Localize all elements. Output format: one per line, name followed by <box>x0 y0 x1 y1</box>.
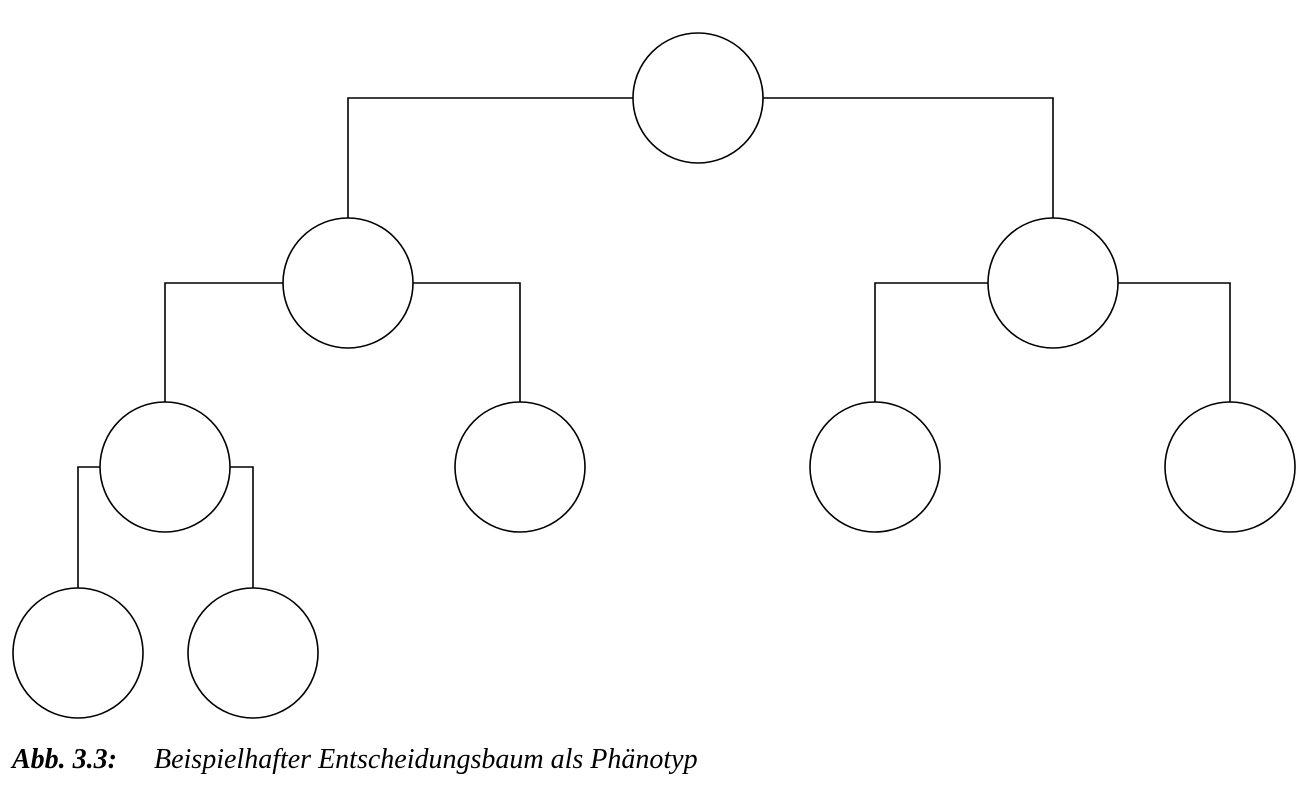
edge-n1-n2 <box>347 97 633 218</box>
decision-tree-diagram <box>12 32 1296 719</box>
figure-caption-text: Beispielhafter Entscheidungsbaum als Phä… <box>154 744 698 775</box>
tree-node-n9 <box>187 587 319 719</box>
figure-caption: Abb. 3.3: Beispielhafter Entscheidungsbau… <box>12 746 698 774</box>
tree-node-n6 <box>809 401 941 533</box>
edge-n3-n7 <box>1118 282 1231 402</box>
edge-n4-n8 <box>77 466 100 588</box>
tree-node-n5 <box>454 401 586 533</box>
tree-node-n4 <box>99 401 231 533</box>
figure-caption-label: Abb. 3.3: <box>12 744 117 775</box>
tree-node-n8 <box>12 587 144 719</box>
edge-n2-n4 <box>164 282 283 402</box>
edge-n3-n6 <box>874 282 988 402</box>
tree-edges <box>77 97 1231 588</box>
edge-n4-n9 <box>230 466 254 588</box>
tree-node-n1 <box>632 32 764 164</box>
tree-node-n2 <box>282 217 414 349</box>
tree-node-n7 <box>1164 401 1296 533</box>
edge-n2-n5 <box>413 282 521 402</box>
tree-nodes <box>12 32 1296 719</box>
edge-n1-n3 <box>763 97 1054 218</box>
tree-node-n3 <box>987 217 1119 349</box>
